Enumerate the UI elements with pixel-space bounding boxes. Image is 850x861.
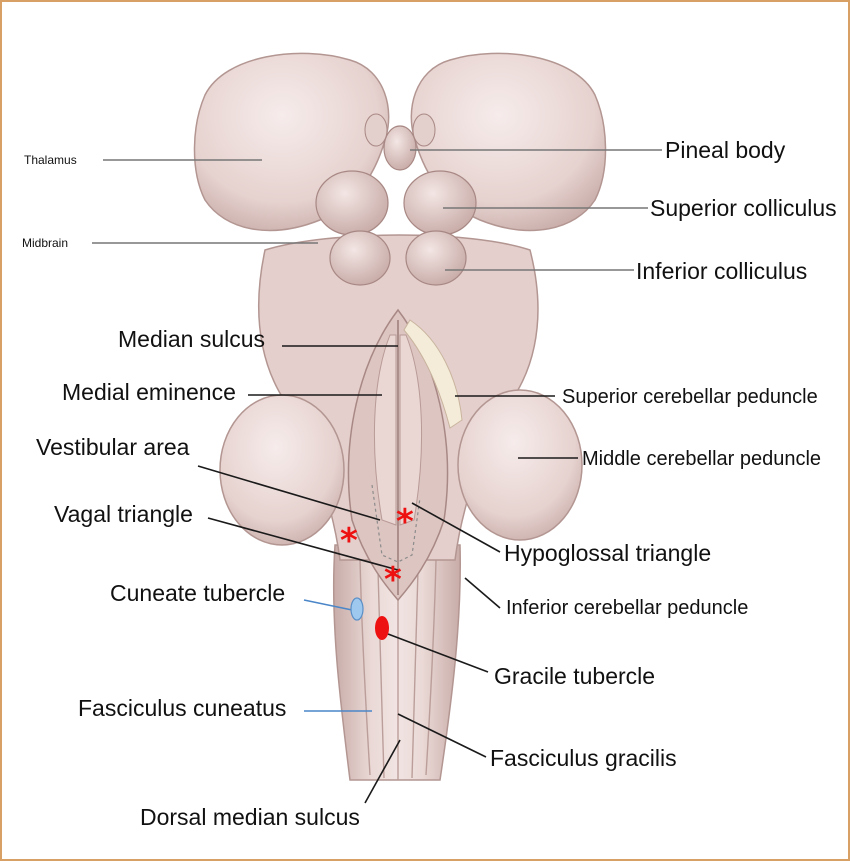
- label-superior-cerebellar-peduncle: Superior cerebellar peduncle: [562, 386, 818, 408]
- label-cuneate-tubercle: Cuneate tubercle: [110, 580, 285, 606]
- label-pineal-body: Pineal body: [665, 137, 786, 163]
- label-vestibular-area: Vestibular area: [36, 434, 190, 460]
- label-inferior-colliculus: Inferior colliculus: [636, 258, 807, 284]
- label-fasciculus-gracilis: Fasciculus gracilis: [490, 745, 677, 771]
- vagal-triangle-asterisk: *: [384, 560, 402, 600]
- middle-cerebellar-peduncle-right: [458, 390, 582, 540]
- label-medial-eminence: Medial eminence: [62, 379, 236, 405]
- label-vagal-triangle: Vagal triangle: [54, 501, 193, 527]
- superior-colliculus-right: [404, 171, 476, 235]
- label-dorsal-median-sulcus: Dorsal median sulcus: [140, 804, 360, 830]
- hypoglossal-triangle-asterisk: *: [396, 502, 414, 542]
- habenula-left: [365, 114, 387, 146]
- label-gracile-tubercle: Gracile tubercle: [494, 663, 655, 689]
- label-hypoglossal-triangle: Hypoglossal triangle: [504, 540, 711, 566]
- middle-cerebellar-peduncle-left: [220, 395, 344, 545]
- label-fasciculus-cuneatus: Fasciculus cuneatus: [78, 695, 286, 721]
- leader-inferior-cerebellar-peduncle: [465, 578, 500, 608]
- habenula-right: [413, 114, 435, 146]
- inferior-colliculus-right: [406, 231, 466, 285]
- gracile-tubercle-marker: [375, 616, 389, 640]
- label-inferior-cerebellar-peduncle: Inferior cerebellar peduncle: [506, 597, 748, 619]
- inferior-colliculus-left: [330, 231, 390, 285]
- label-superior-colliculus: Superior colliculus: [650, 195, 837, 221]
- superior-colliculus-left: [316, 171, 388, 235]
- label-midbrain: Midbrain: [22, 236, 68, 250]
- label-median-sulcus: Median sulcus: [118, 326, 265, 352]
- label-thalamus: Thalamus: [24, 153, 77, 167]
- label-middle-cerebellar-peduncle: Middle cerebellar peduncle: [582, 448, 821, 470]
- cuneate-tubercle-marker: [351, 598, 363, 620]
- pineal-body-shape: [384, 126, 416, 170]
- vestibular-area-asterisk: *: [340, 521, 358, 561]
